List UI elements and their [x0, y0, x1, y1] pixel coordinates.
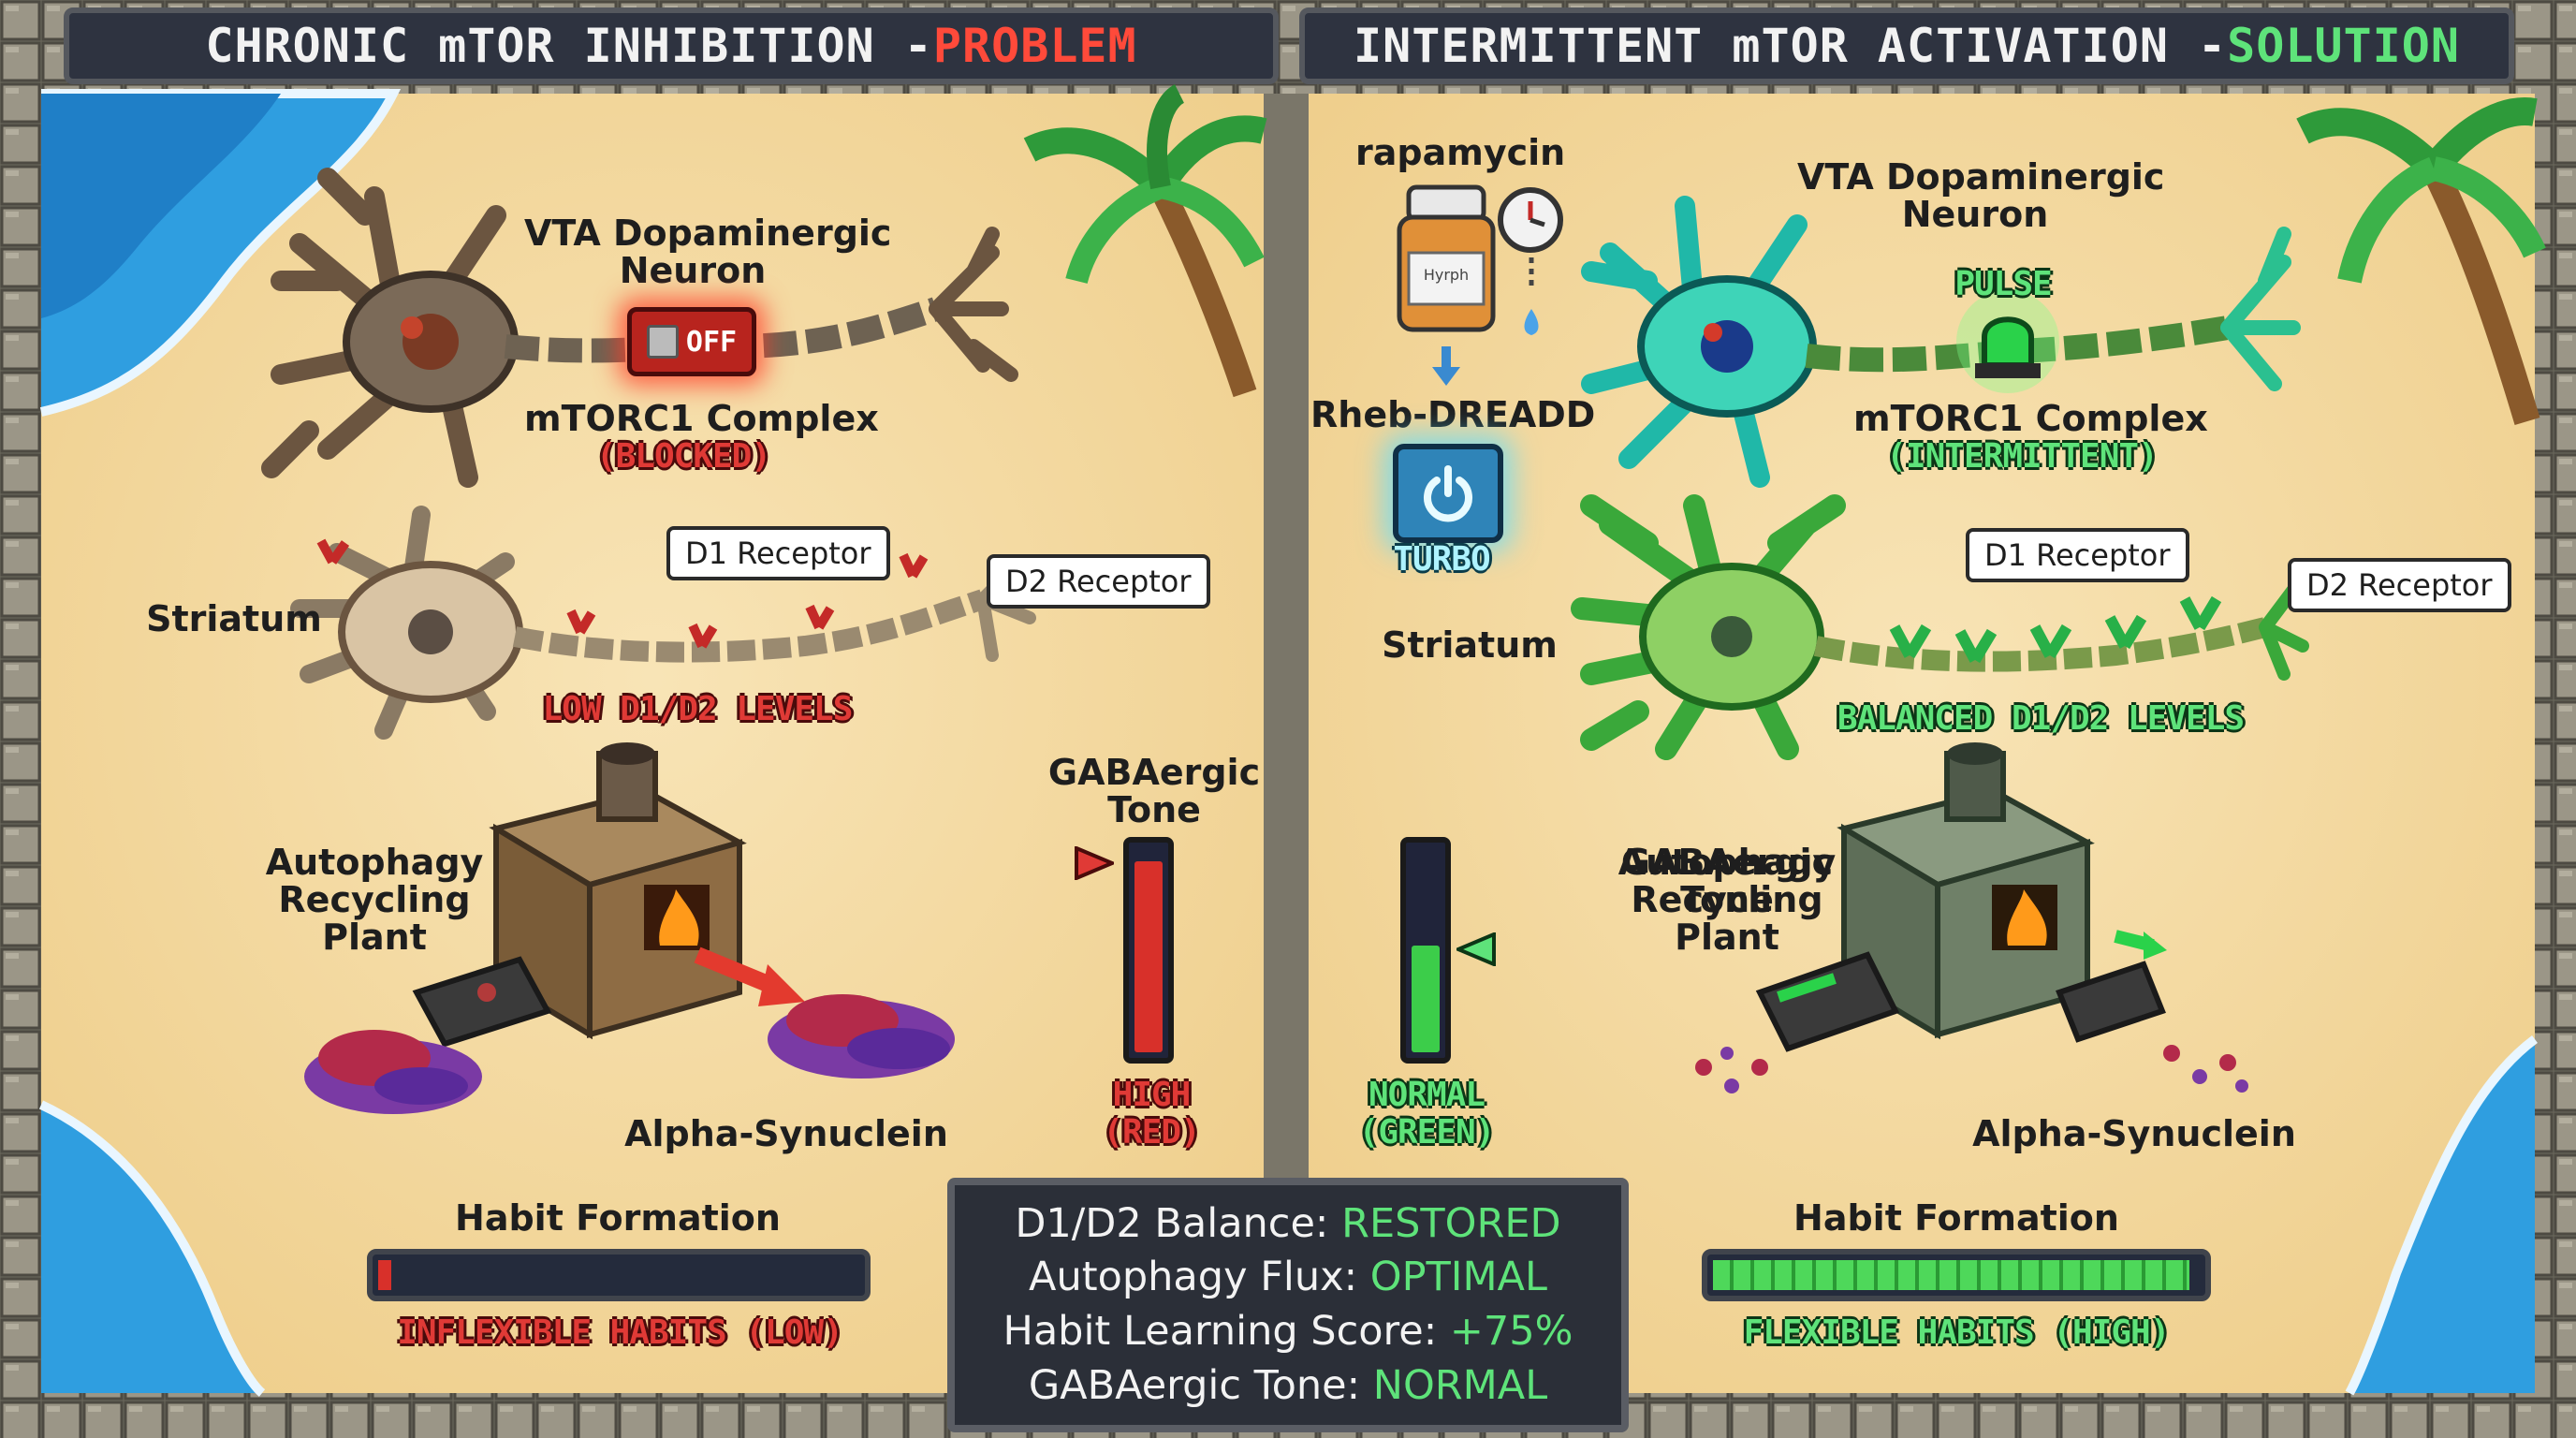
- rapamycin-bottle: [1397, 184, 1563, 386]
- left-header-highlight: PROBLEM: [932, 19, 1137, 73]
- right-habit-bar-fill: [1713, 1260, 2190, 1290]
- turbo-button[interactable]: [1393, 444, 1503, 543]
- left-complex-label: mTORC1 Complex: [524, 398, 879, 439]
- right-receptor-status: BALANCED D1/D2 LEVELS: [1837, 699, 2245, 738]
- left-header-title: CHRONIC mTOR INHIBITION -: [205, 19, 933, 73]
- pulse-light: [1956, 290, 2059, 393]
- synuclein-pile-left: [304, 994, 955, 1114]
- water-bottom-left: [41, 1105, 262, 1393]
- summary-key: GABAergic Tone:: [1028, 1361, 1373, 1409]
- right-gaba-pointer-icon: [1456, 932, 1496, 966]
- left-gaba-label: GABAergic Tone: [1047, 752, 1261, 830]
- right-beach-sand: [1309, 94, 2535, 1393]
- water-bottom-right: [2349, 1039, 2535, 1393]
- right-gaba-status: NORMAL (GREEN): [1358, 1076, 1496, 1152]
- switch-label: OFF: [685, 325, 738, 359]
- pulse-label: PULSE: [1954, 265, 2052, 303]
- summary-key: Autophagy Flux:: [1029, 1254, 1370, 1301]
- summary-value: OPTIMAL: [1369, 1254, 1547, 1301]
- bottle-label: Hyrph: [1423, 266, 1470, 284]
- right-vta-label: VTA Dopaminergic Neuron: [1797, 156, 2165, 235]
- left-complex-status: (BLOCKED): [595, 437, 771, 476]
- right-gaba-meter-fill: [1412, 945, 1440, 1052]
- right-autophagy-label: Autophagy Recycling Plant: [1617, 842, 1837, 958]
- summary-value: NORMAL: [1372, 1361, 1548, 1409]
- left-habit-bar: [367, 1249, 871, 1301]
- palm-tree-left: [1023, 84, 1267, 398]
- summary-row: Autophagy Flux: OPTIMAL: [1029, 1253, 1547, 1303]
- left-gaba-meter: [1123, 837, 1174, 1064]
- left-habit-bar-fill: [378, 1260, 391, 1290]
- vta-neuron-right: [1581, 196, 2301, 488]
- right-striatum-label: Striatum: [1382, 624, 1558, 666]
- summary-row: D1/D2 Balance: RESTORED: [1015, 1199, 1560, 1250]
- left-vta-label: VTA Dopaminergic Neuron: [524, 213, 892, 291]
- right-header-title: INTERMITTENT mTOR ACTIVATION -: [1354, 19, 2228, 73]
- turbo-label: TURBO: [1393, 540, 1490, 579]
- right-d1-receptor-tag: D1 Receptor: [1966, 528, 2189, 582]
- left-habit-status: INFLEXIBLE HABITS (LOW): [397, 1313, 843, 1352]
- mtor-off-switch[interactable]: OFF: [627, 307, 756, 376]
- summary-row: GABAergic Tone: NORMAL: [1029, 1361, 1547, 1412]
- summary-key: D1/D2 Balance:: [1015, 1199, 1342, 1247]
- left-d2-receptor-tag: D2 Receptor: [987, 554, 1210, 609]
- palm-tree-right: [2296, 97, 2546, 426]
- panel-divider: [1264, 94, 1309, 1393]
- drug-label: rapamycin: [1355, 132, 1566, 173]
- left-d1-receptor-tag: D1 Receptor: [666, 526, 890, 580]
- right-header-highlight: SOLUTION: [2227, 19, 2460, 73]
- power-icon: [1424, 465, 1472, 522]
- left-gaba-pointer-icon: [1075, 846, 1114, 880]
- synuclein-debris-right: [1695, 1045, 2248, 1093]
- right-panel-header: INTERMITTENT mTOR ACTIVATION - SOLUTION: [1299, 7, 2514, 84]
- right-synuclein-label: Alpha-Synuclein: [1972, 1113, 2296, 1154]
- rheb-dreadd-label: Rheb-DREADD: [1310, 394, 1596, 435]
- summary-row: Habit Learning Score: +75%: [1003, 1307, 1573, 1357]
- summary-key: Habit Learning Score:: [1003, 1308, 1450, 1355]
- left-panel-header: CHRONIC mTOR INHIBITION - PROBLEM: [64, 7, 1279, 84]
- left-autophagy-label: Autophagy Recycling Plant: [265, 842, 484, 958]
- left-synuclein-label: Alpha-Synuclein: [624, 1113, 948, 1154]
- right-gaba-meter: [1400, 837, 1451, 1064]
- right-complex-label: mTORC1 Complex: [1853, 398, 2208, 439]
- left-gaba-status: HIGH (RED): [1103, 1076, 1200, 1152]
- summary-value: +75%: [1449, 1308, 1573, 1355]
- right-habit-label: Habit Formation: [1793, 1197, 2119, 1239]
- left-gaba-meter-fill: [1134, 860, 1163, 1052]
- left-habit-label: Habit Formation: [455, 1197, 781, 1239]
- right-gaba-label: GABAergic Tone: [1620, 842, 1834, 920]
- right-habit-status: FLEXIBLE HABITS (HIGH): [1743, 1313, 2171, 1352]
- switch-knob-icon: [646, 325, 679, 359]
- autophagy-plant-right: [1755, 742, 2167, 1052]
- right-d2-receptor-tag: D2 Receptor: [2288, 558, 2511, 612]
- summary-value: RESTORED: [1341, 1199, 1561, 1247]
- autophagy-plant-left: [412, 742, 805, 1048]
- left-receptor-status: LOW D1/D2 LEVELS: [542, 690, 854, 728]
- right-complex-status: (INTERMITTENT): [1886, 437, 2158, 476]
- right-habit-bar: [1702, 1249, 2211, 1301]
- left-striatum-label: Striatum: [146, 598, 322, 639]
